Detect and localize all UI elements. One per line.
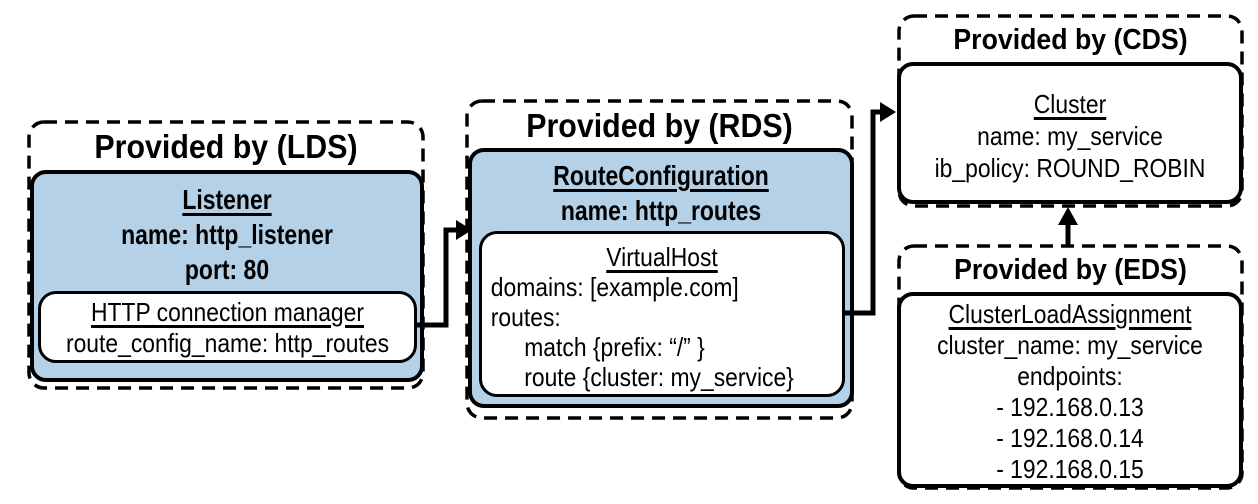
eds-cla-title: ClusterLoadAssignment: [948, 299, 1192, 329]
eds-cla-endpoint-2: - 192.168.0.14: [996, 423, 1144, 453]
lds-hcm-route-config-name: route_config_name: http_routes: [65, 328, 390, 358]
eds-cla-endpoint-1: - 192.168.0.13: [996, 392, 1144, 422]
cds-cluster-title: Cluster: [1033, 89, 1107, 119]
rds-virtualhost-title: VirtualHost: [606, 242, 718, 272]
rds-virtualhost-match: match {prefix: “/” }: [524, 332, 705, 362]
arrow-rds-to-cds-head: [880, 102, 896, 122]
rds-virtualhost-routes: routes:: [490, 302, 561, 332]
eds-cla-endpoint-3: - 192.168.0.15: [996, 454, 1144, 484]
cds-cluster-name: name: my_service: [977, 121, 1163, 151]
cds-header: Provided by (CDS): [953, 24, 1188, 56]
eds-header: Provided by (EDS): [954, 254, 1187, 286]
lds-listener-port: port: 80: [184, 254, 270, 285]
rds-virtualhost-domains: domains: [example.com]: [490, 272, 739, 302]
arrow-eds-to-cds-head: [1058, 207, 1078, 225]
eds-cluster-load-assignment-box: ClusterLoadAssignment cluster_name: my_s…: [897, 292, 1243, 488]
eds-cla-endpoints-label: endpoints:: [1017, 361, 1123, 391]
lds-http-connection-manager-box: HTTP connection manager route_config_nam…: [38, 291, 417, 363]
lds-listener-title: Listener: [182, 184, 272, 215]
arrow-eds-to-cds: [1058, 207, 1078, 246]
lds-hcm-title: HTTP connection manager: [90, 297, 365, 327]
rds-header: Provided by (RDS): [526, 107, 793, 144]
rds-routeconfig-name: name: http_routes: [560, 195, 762, 226]
lds-listener-name: name: http_listener: [121, 219, 333, 250]
eds-cla-cluster-name: cluster_name: my_service: [937, 330, 1203, 360]
rds-virtualhost-route: route {cluster: my_service}: [524, 362, 794, 392]
rds-virtualhost-box: VirtualHost domains: [example.com] route…: [479, 231, 845, 397]
cds-cluster-box: Cluster name: my_service ib_policy: ROUN…: [897, 62, 1243, 204]
lds-header: Provided by (LDS): [94, 128, 358, 165]
cds-cluster-lb-policy: ib_policy: ROUND_ROBIN: [934, 153, 1206, 183]
rds-routeconfig-title: RouteConfiguration: [553, 160, 769, 191]
